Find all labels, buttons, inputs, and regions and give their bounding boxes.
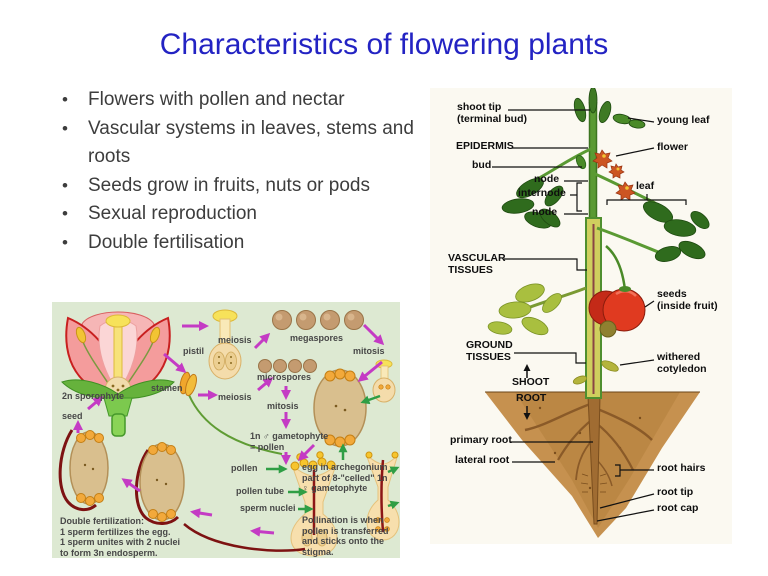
label-pollen: pollen <box>231 463 258 473</box>
cycle-arrows <box>72 320 385 537</box>
label-megaspores: megaspores <box>290 333 344 343</box>
page-title: Characteristics of flowering plants <box>159 28 609 61</box>
label-lateral-root: lateral root <box>455 454 510 466</box>
label-shoot: SHOOT <box>512 376 550 388</box>
leader-lines <box>492 109 687 522</box>
label-epidermis: EPIDERMIS <box>456 140 514 152</box>
bullet-item: Flowers with pollen and nectar <box>56 86 434 115</box>
label-primary-root: primary root <box>450 434 512 446</box>
leaves-art <box>487 88 710 385</box>
label-withered-cotyledon: withered cotyledon <box>657 351 707 375</box>
stamen-art <box>179 371 283 455</box>
note-pollination: Pollination is when pollen is transferre… <box>302 515 389 557</box>
label-2n-sporophyte: 2n sporophyte <box>62 391 125 401</box>
bullet-item: Sexual reproduction <box>56 200 434 229</box>
label-mitosis: mitosis <box>267 401 299 411</box>
label-meiosis: meiosis <box>218 392 252 402</box>
label-root-tip: root tip <box>657 486 694 498</box>
plant-anatomy-diagram: shoot tip (terminal bud) EPIDERMIS bud n… <box>430 88 732 544</box>
label-stamen: stamen <box>151 383 183 393</box>
label-internode: internode <box>518 187 566 199</box>
pistil-art <box>208 309 242 380</box>
root-arrow-down <box>523 413 531 420</box>
label-pistil: pistil <box>183 346 205 356</box>
note-egg-archegonium: egg in archegonium part of 8-"celled" 1n… <box>302 462 388 494</box>
label-shoot-tip: shoot tip (terminal bud) <box>457 101 527 125</box>
ovule-art <box>58 429 109 511</box>
label-young-leaf: young leaf <box>657 114 710 126</box>
megaspores-art <box>272 310 364 330</box>
label-microspores: microspores <box>257 372 312 382</box>
bullet-list: Flowers with pollen and nectar Vascular … <box>56 86 434 257</box>
lifecycle-diagram: pistil stamen 2n sporophyte seed meiosis… <box>52 302 400 558</box>
bullet-item: Double fertilisation <box>56 229 434 258</box>
label-node: node <box>534 173 560 185</box>
flowers-art <box>592 149 636 201</box>
label-root-cap: root cap <box>657 502 699 514</box>
label-sperm-nuclei: sperm nuclei <box>240 503 296 513</box>
label-root: ROOT <box>516 392 547 404</box>
label-leaf: leaf <box>636 180 655 192</box>
microspores-art <box>258 359 317 373</box>
label-pollen-tube: pollen tube <box>236 486 284 496</box>
bullet-item: Seeds grow in fruits, nuts or pods <box>56 172 434 201</box>
label-seeds: seeds (inside fruit) <box>657 288 718 312</box>
label-ground-tissues: GROUND TISSUES <box>466 339 513 363</box>
anatomy-art <box>485 88 710 538</box>
label-node: node <box>532 206 558 218</box>
shoot-arrow-up <box>523 364 531 371</box>
tomato-fruit-art <box>588 286 646 338</box>
label-meiosis: meiosis <box>218 335 252 345</box>
label-seed: seed <box>62 411 83 421</box>
label-vascular-tissues: VASCULAR TISSUES <box>448 252 506 276</box>
label-male-gametophyte: 1n ♂ gametophyte = pollen <box>250 431 329 452</box>
label-flower: flower <box>657 141 688 153</box>
flower-cross-section-art <box>61 311 175 437</box>
label-mitosis: mitosis <box>353 346 385 356</box>
bullet-item: Vascular systems in leaves, stems and ro… <box>56 115 434 172</box>
stigma-pollen-tube-art <box>290 451 338 557</box>
ovule-art <box>134 442 306 552</box>
note-double-fertilization: Double fertilization: 1 sperm fertilizes… <box>60 516 181 558</box>
lifecycle-art <box>58 309 400 557</box>
label-bud: bud <box>472 159 492 171</box>
pointer-arrows <box>266 394 400 514</box>
label-root-hairs: root hairs <box>657 462 706 474</box>
pollinated-stigma-art <box>365 451 400 541</box>
